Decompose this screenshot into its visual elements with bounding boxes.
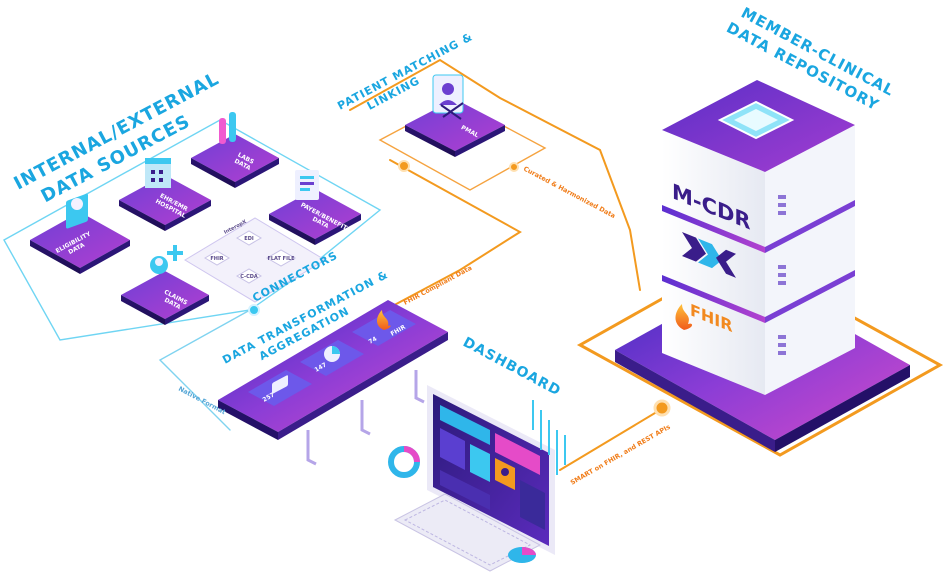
payer-document-icon — [295, 170, 319, 200]
keyboard[interactable] — [393, 493, 542, 572]
dashboard-widgets — [440, 405, 545, 530]
link-icon — [440, 102, 464, 120]
title-dashboard-text: DASHBOARD — [460, 334, 563, 399]
server-vents — [778, 195, 786, 355]
dashboard-monitor[interactable] — [427, 385, 555, 555]
connection-lines — [3, 58, 661, 471]
folder-icon — [272, 375, 288, 394]
native-format-line — [158, 309, 251, 431]
server-chip-icon — [717, 100, 795, 140]
platform-supports — [306, 370, 425, 466]
connector-ccda[interactable]: C-CDA — [236, 268, 262, 284]
aggregation-card-chart[interactable]: 147 — [300, 340, 364, 376]
connection-nodes — [248, 160, 671, 417]
floating-pie-chart — [508, 547, 536, 563]
server-fhir-flame-icon — [675, 304, 693, 330]
connector-ccda-label: C-CDA — [240, 274, 258, 280]
source-tile-eligibility[interactable]: ELIGIBILITY DATA — [30, 193, 130, 274]
connector-flatfile-label: FLAT FILE — [267, 256, 295, 262]
connector-fhir-label: FHIR — [210, 256, 223, 262]
pie-chart-icon — [324, 346, 340, 362]
fhir-compliant-line — [384, 159, 522, 311]
source-tile-ehr[interactable]: EHR/EMR HOSPITAL — [119, 158, 211, 231]
source-tile-claims[interactable]: CLAIMS DATA — [121, 245, 209, 325]
connector-edi-label: EDI — [244, 236, 254, 242]
connector-edi[interactable]: EDI — [236, 230, 262, 246]
connector-fhir[interactable]: FHIR — [204, 250, 230, 266]
test-tube-icon — [219, 112, 236, 144]
curated-line — [349, 58, 641, 291]
floating-donut-chart — [388, 446, 420, 478]
aggregation-card-files[interactable]: 257 — [248, 370, 312, 406]
aggregation-platform: 257 147 FHIR 74 — [218, 300, 448, 466]
patient-id-card-icon — [432, 74, 464, 114]
source-tile-payer[interactable]: PAYER/BENEFIT DATA — [269, 170, 361, 245]
fhir-flame-icon — [377, 310, 391, 330]
claims-person-icon — [150, 245, 183, 274]
fhir-compliant-flow-label: FHIR Compliant Data — [402, 264, 473, 307]
title-sources-line1: INTERNAL/EXTERNAL — [10, 68, 222, 194]
title-dashboard: DASHBOARD — [460, 334, 563, 399]
floating-bar-chart — [532, 400, 566, 475]
smart-api-line — [559, 409, 661, 471]
document-icon — [66, 193, 88, 229]
pmal-tile[interactable]: PMAL — [405, 74, 505, 157]
interopx-logo-icon — [682, 232, 736, 278]
title-sources: INTERNAL/EXTERNAL DATA SOURCES — [10, 68, 222, 207]
hospital-icon — [145, 158, 171, 188]
metric-fhir: 74 — [368, 335, 379, 345]
curated-flow-label: Curated & Harmonized Data — [522, 165, 617, 220]
connector-flatfile[interactable]: FLAT FILE — [265, 249, 297, 267]
source-tile-labs[interactable]: LABS DATA — [191, 112, 279, 188]
server-stack: M-CDR FHIR — [662, 80, 855, 395]
dashboard-avatar-icon — [495, 458, 515, 490]
